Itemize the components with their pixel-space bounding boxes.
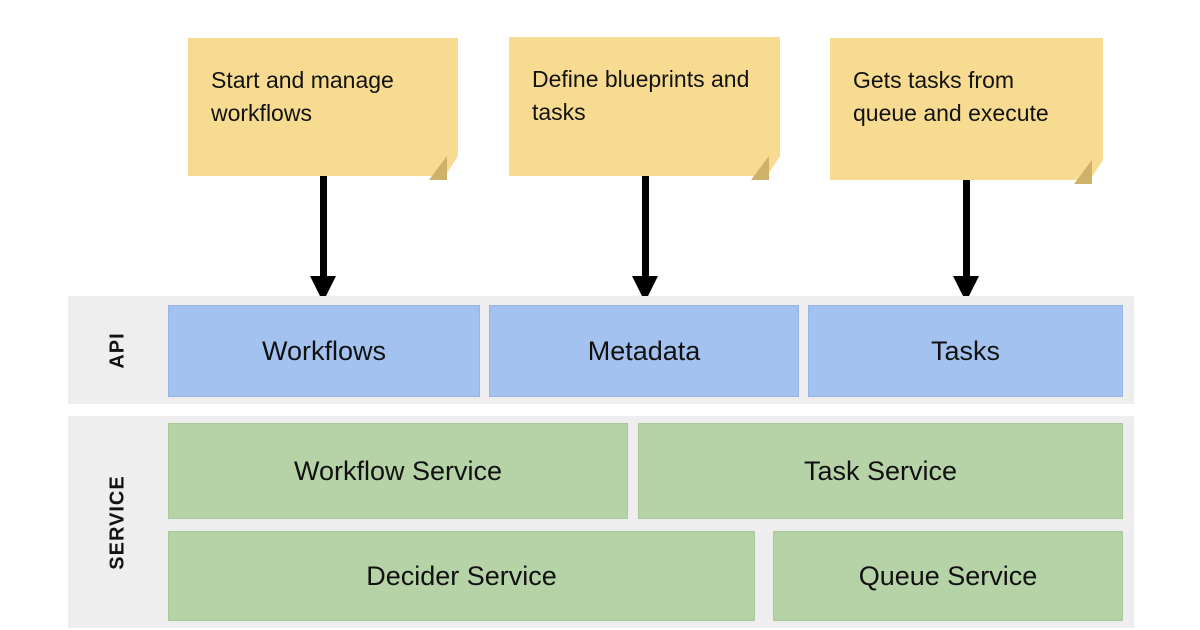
api-layer-label: API <box>68 296 168 404</box>
down-arrow-metadata <box>632 176 658 302</box>
api-box-label: Metadata <box>587 335 701 366</box>
sticky-note-text: Gets tasks from queue and execute <box>853 67 1049 126</box>
service-box-label: Workflow Service <box>293 455 503 486</box>
api-box-workflows: Workflows <box>168 305 480 397</box>
arrow-shaft <box>641 176 649 276</box>
sticky-note-workflows: Start and manage workflows <box>188 38 458 180</box>
api-box-label: Workflows <box>261 335 387 366</box>
service-box-task-service: Task Service <box>638 423 1123 519</box>
arrow-shaft <box>962 180 970 276</box>
api-box-label: Tasks <box>930 335 1001 366</box>
api-box-metadata: Metadata <box>489 305 799 397</box>
service-box-workflow-service: Workflow Service <box>168 423 628 519</box>
service-box-queue-service: Queue Service <box>773 531 1123 621</box>
service-box-label: Task Service <box>803 455 958 486</box>
sticky-note-metadata: Define blueprints and tasks <box>509 37 780 180</box>
down-arrow-workflows <box>310 176 336 302</box>
api-layer-band: API Workflows Metadata Tasks <box>68 296 1134 404</box>
service-box-label: Queue Service <box>858 560 1038 591</box>
service-layer-band: SERVICE Workflow Service Task Service De… <box>68 416 1134 628</box>
arrow-shaft <box>319 176 327 276</box>
sticky-note-text: Define blueprints and tasks <box>532 66 750 125</box>
api-layer-label-text: API <box>106 331 129 369</box>
sticky-note-text: Start and manage workflows <box>211 67 394 126</box>
sticky-note-paper: Gets tasks from queue and execute <box>830 38 1103 180</box>
api-box-tasks: Tasks <box>808 305 1123 397</box>
sticky-note-tasks: Gets tasks from queue and execute <box>830 38 1103 184</box>
service-box-label: Decider Service <box>366 560 557 591</box>
service-layer-label-text: SERVICE <box>106 474 129 570</box>
service-box-decider-service: Decider Service <box>168 531 755 621</box>
sticky-note-paper: Start and manage workflows <box>188 38 458 176</box>
sticky-note-paper: Define blueprints and tasks <box>509 37 780 176</box>
down-arrow-tasks <box>953 180 979 302</box>
service-layer-label: SERVICE <box>68 416 168 628</box>
